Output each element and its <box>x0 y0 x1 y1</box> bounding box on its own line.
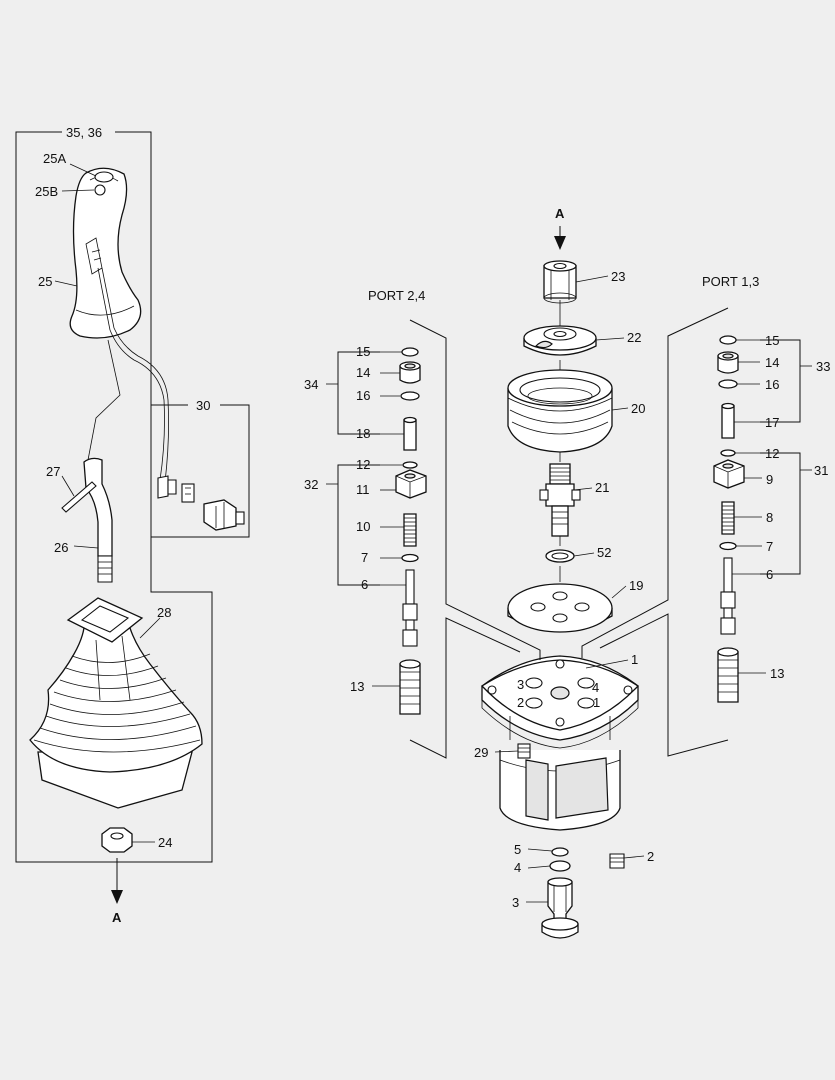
setscrew-2-part <box>609 853 625 869</box>
button-25B-part <box>94 184 106 196</box>
left-spring-13-part <box>399 659 421 715</box>
label-21: 21 <box>595 480 609 495</box>
label-port-2-4: PORT 2,4 <box>368 288 425 303</box>
label-3: 3 <box>512 895 519 910</box>
label-arrow-a-bottom: A <box>112 910 122 925</box>
housing-20-part <box>507 369 613 453</box>
label-26: 26 <box>54 540 68 555</box>
pin-27-part <box>61 481 97 513</box>
rubber-boot-part <box>29 597 203 809</box>
label-left-13: 13 <box>350 679 364 694</box>
label-left-14: 14 <box>356 365 370 380</box>
label-left-10: 10 <box>356 519 370 534</box>
label-right-17: 17 <box>765 415 779 430</box>
right-ring-15-part <box>719 335 737 345</box>
label-33: 33 <box>816 359 830 374</box>
label-left-15: 15 <box>356 344 370 359</box>
left-plug-14-part <box>399 361 421 384</box>
port-number-2: 2 <box>517 695 524 710</box>
right-block-9-part <box>713 459 745 489</box>
label-left-11: 11 <box>356 482 370 497</box>
label-31: 31 <box>814 463 828 478</box>
port-1-3-bracket <box>581 307 729 658</box>
grip-handle-part <box>69 167 142 339</box>
left-ring-12-part <box>402 461 418 469</box>
right-pusher-6-part <box>720 557 736 635</box>
universal-joint-21-part <box>539 463 581 537</box>
left-spool-18-part <box>403 416 417 451</box>
label-29: 29 <box>474 745 488 760</box>
left-pusher-6-part <box>402 569 418 647</box>
label-1: 1 <box>631 652 638 667</box>
right-ring-7-part <box>719 541 737 551</box>
label-25: 25 <box>38 274 52 289</box>
label-4: 4 <box>514 860 521 875</box>
right-ring-12-part <box>720 449 736 457</box>
left-ring-7-part <box>401 553 419 563</box>
port-number-3: 3 <box>517 677 524 692</box>
label-25A: 25A <box>43 151 66 166</box>
ring-52-part <box>545 549 575 563</box>
label-24: 24 <box>158 835 172 850</box>
label-right-12: 12 <box>765 446 779 461</box>
label-port-1-3: PORT 1,3 <box>702 274 759 289</box>
label-left-7: 7 <box>361 550 368 565</box>
label-5: 5 <box>514 842 521 857</box>
label-left-12: 12 <box>356 457 370 472</box>
left-block-11-part <box>395 469 427 499</box>
coupling-23-part <box>543 260 577 304</box>
arrow-a-bottom-icon <box>111 858 123 904</box>
label-right-16: 16 <box>765 377 779 392</box>
connector-30-part <box>157 475 245 531</box>
ring-4-part <box>549 860 571 872</box>
label-right-14: 14 <box>765 355 779 370</box>
port-2-4-bracket <box>409 319 541 660</box>
label-right-15: 15 <box>765 333 779 348</box>
button-25A-part <box>94 171 114 183</box>
port-number-1: 1 <box>593 695 600 710</box>
bolt-3-part <box>541 877 579 939</box>
label-34: 34 <box>304 377 318 392</box>
plug-29-part <box>517 743 531 759</box>
label-right-13: 13 <box>770 666 784 681</box>
left-ring-16-part <box>400 391 420 401</box>
handle-group-frame <box>15 131 213 863</box>
right-spring-13-part <box>717 647 739 703</box>
label-right-9: 9 <box>766 472 773 487</box>
label-arrow-a-top: A <box>555 206 565 221</box>
left-ring-15-part <box>401 347 419 357</box>
label-19: 19 <box>629 578 643 593</box>
label-left-16: 16 <box>356 388 370 403</box>
body-1-part <box>480 655 640 831</box>
label-left-18: 18 <box>356 426 370 441</box>
label-52: 52 <box>597 545 611 560</box>
label-20: 20 <box>631 401 645 416</box>
label-32: 32 <box>304 477 318 492</box>
plate-22-part <box>523 325 597 356</box>
label-25B: 25B <box>35 184 58 199</box>
right-spring-8-part <box>721 501 735 535</box>
label-right-8: 8 <box>766 510 773 525</box>
plate-19-part <box>507 583 613 633</box>
ring-5-part <box>551 847 569 857</box>
arrow-a-top-icon <box>554 226 566 250</box>
port-number-4: 4 <box>592 680 599 695</box>
right-ring-16-part <box>718 379 738 389</box>
label-23: 23 <box>611 269 625 284</box>
label-right-6: 6 <box>766 567 773 582</box>
label-27: 27 <box>46 464 60 479</box>
nut-24-part <box>101 827 133 853</box>
label-22: 22 <box>627 330 641 345</box>
label-30: 30 <box>196 398 210 413</box>
right-plug-14-part <box>717 351 739 374</box>
label-28: 28 <box>157 605 171 620</box>
left-spring-10-part <box>403 513 417 547</box>
lever-shaft-part <box>83 457 113 583</box>
label-35-36: 35, 36 <box>66 125 102 140</box>
label-2: 2 <box>647 849 654 864</box>
label-left-6: 6 <box>361 577 368 592</box>
label-right-7: 7 <box>766 539 773 554</box>
right-spool-17-part <box>721 402 735 439</box>
